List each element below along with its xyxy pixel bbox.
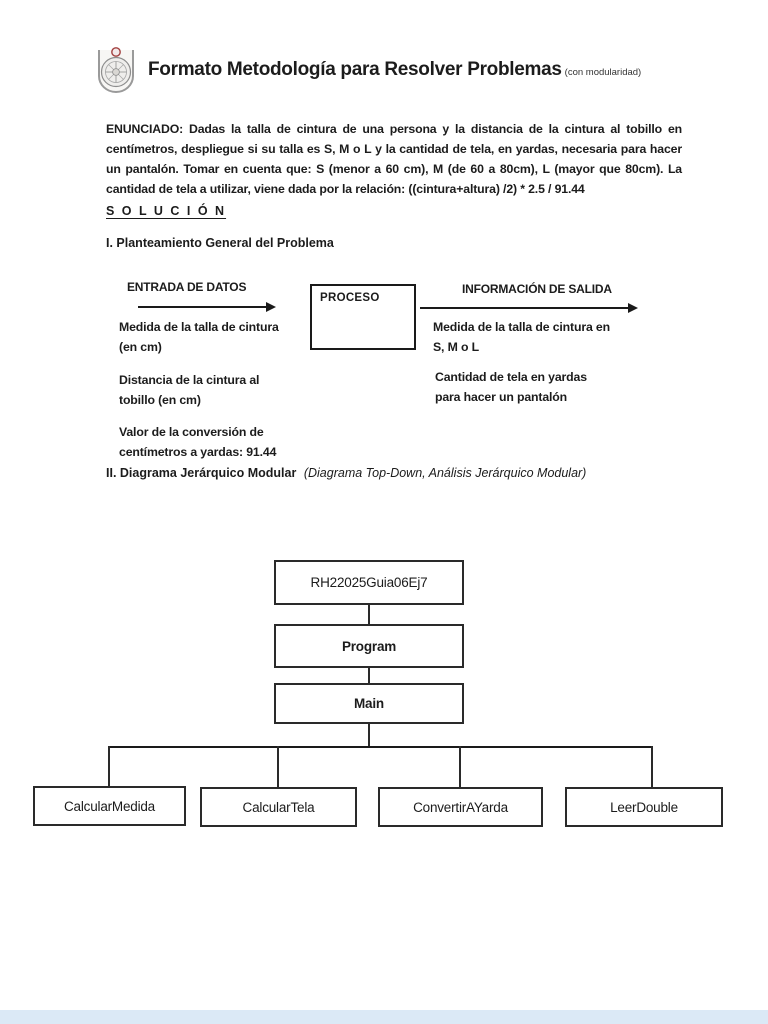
output-title: INFORMACIÓN DE SALIDA	[462, 282, 612, 296]
enunciado-paragraph: ENUNCIADO: Dadas la talla de cintura de …	[106, 122, 682, 196]
input-arrow-head	[266, 302, 276, 312]
tree-module-box: ConvertirAYarda	[378, 787, 543, 827]
page-footer-strip	[0, 1010, 768, 1024]
solucion-heading: S O L U C I Ó N	[106, 204, 227, 218]
tree-branch-line	[108, 746, 653, 748]
tree-module-box: LeerDouble	[565, 787, 723, 827]
tree-connector	[651, 746, 653, 787]
input-item: Distancia de la cintura al tobillo (en c…	[119, 373, 260, 407]
tree-connector	[368, 668, 370, 683]
tree-module-box: CalcularMedida	[33, 786, 186, 826]
document-title-suffix: (con modularidad)	[564, 67, 642, 78]
tree-connector	[108, 746, 110, 787]
tree-connector	[368, 605, 370, 624]
document-header: Formato Metodología para Resolver Proble…	[92, 44, 641, 96]
tree-connector	[459, 746, 461, 787]
input-item: Medida de la talla de cintura (en cm)	[119, 320, 279, 354]
output-arrow-head	[628, 303, 638, 313]
section1-heading: I. Planteamiento General del Problema	[106, 236, 334, 250]
input-title: ENTRADA DE DATOS	[127, 280, 247, 294]
proceso-label: PROCESO	[320, 292, 380, 304]
section2-heading-italic: (Diagrama Top-Down, Análisis Jerárquico …	[303, 466, 587, 480]
tree-root-box: RH22025Guia06Ej7	[274, 560, 464, 605]
input-arrow-line	[138, 306, 266, 308]
tree-main-box: Main	[274, 683, 464, 724]
document-title: Formato Metodología para Resolver Proble…	[148, 59, 562, 80]
output-item: Cantidad de tela en yardas para hacer un…	[435, 370, 587, 404]
tree-module-box: CalcularTela	[200, 787, 357, 827]
university-seal-icon	[98, 47, 134, 93]
tree-connector	[368, 724, 370, 748]
section2-heading-bold: II. Diagrama Jerárquico Modular	[106, 466, 297, 480]
section2-heading: II. Diagrama Jerárquico Modular (Diagram…	[106, 466, 586, 480]
tree-connector	[277, 746, 279, 787]
output-arrow-line	[420, 307, 628, 309]
proceso-box: PROCESO	[310, 284, 416, 350]
tree-program-box: Program	[274, 624, 464, 668]
output-item: Medida de la talla de cintura en S, M o …	[433, 320, 610, 354]
input-item: Valor de la conversión de centímetros a …	[119, 425, 277, 459]
